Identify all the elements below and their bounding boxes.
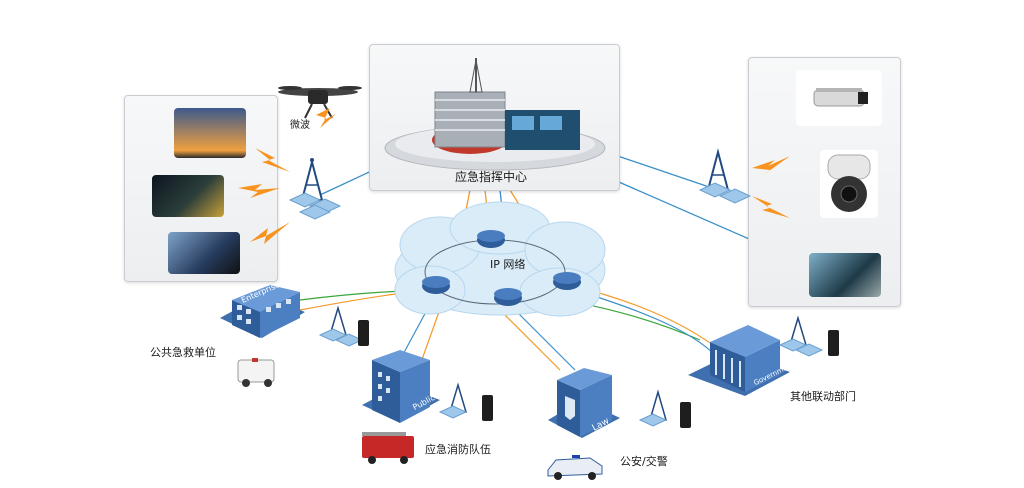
radio-tower-icon	[438, 382, 468, 419]
radio-handset-icon	[680, 402, 691, 428]
dome-camera-photo	[820, 150, 878, 218]
fire-truck-icon	[362, 432, 414, 464]
fire-brigade-label: 应急消防队伍	[425, 443, 491, 456]
public-rescue-label: 公共急救单位	[150, 346, 216, 359]
government-building-icon	[688, 325, 790, 396]
right-radio-tower-icon	[698, 148, 752, 204]
router-icon	[477, 230, 505, 248]
router-icon	[422, 276, 450, 294]
lightning-icon	[238, 184, 280, 198]
vehicle-driver-photo	[168, 232, 240, 274]
law-building-icon	[548, 368, 620, 438]
drone-label: 微波	[290, 120, 310, 131]
radio-handset-icon	[828, 330, 839, 356]
radio-tower-icon	[318, 305, 364, 347]
command-center-label: 应急指挥中心	[455, 170, 528, 184]
radio-tower-icon	[638, 389, 668, 427]
other-departments-label: 其他联动部门	[790, 390, 856, 403]
lightning-icon	[752, 196, 790, 218]
roadside-camera-photo	[809, 253, 881, 297]
enterprise-building-icon	[220, 285, 305, 338]
ambulance-icon	[237, 358, 275, 387]
police-label: 公安/交警	[620, 455, 668, 468]
router-icon	[494, 288, 522, 306]
link-law-blue	[509, 304, 576, 371]
ip-network-label: IP 网络	[490, 258, 526, 271]
left-radio-tower-icon	[288, 158, 342, 220]
radio-handset-icon	[482, 395, 493, 421]
radio-handset-icon	[358, 320, 369, 346]
field-personnel-photo	[152, 175, 224, 217]
bullet-camera-photo	[796, 70, 882, 126]
lightning-icon	[752, 156, 790, 176]
link-law-orange	[494, 304, 561, 371]
police-car-icon	[547, 455, 603, 480]
radio-tower-icon	[778, 315, 824, 357]
lightning-icon	[255, 148, 290, 172]
command-vehicle-photo	[174, 108, 246, 158]
public-building-icon	[362, 350, 440, 423]
router-icon	[553, 272, 581, 290]
drone-icon	[278, 86, 362, 128]
